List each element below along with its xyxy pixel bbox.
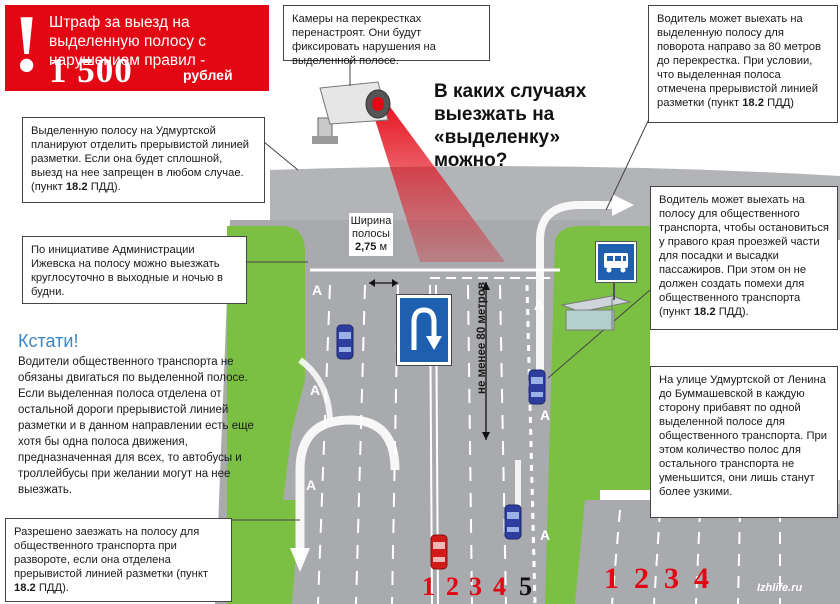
right-lane-number-2: 2 [634,562,649,595]
car-blue-bottom [504,504,522,540]
exclamation-icon: ! [13,0,41,89]
left-top-note-tail: ПДД). [87,181,121,193]
left-bottom-note-text: Разрешено заезжать на полосу для обществ… [14,526,208,580]
road-right-bottom [575,500,840,604]
lane-number-2: 2 [446,572,459,601]
svg-text:A: A [540,407,550,423]
right-top-note: Водитель может выехать на выделенную пол… [648,5,838,123]
lane-number-3: 3 [469,572,482,601]
fine-text: Штраф за выезд на выделенную полосу с на… [49,14,207,69]
bus-stop-sign-icon [596,242,636,282]
lane-width-unit: м [379,241,388,253]
right-lane-number-1: 1 [604,562,619,595]
left-mid-note: По инициативе Администрации Ижевска на п… [22,236,247,304]
svg-text:A: A [312,282,322,298]
left-top-note-text: Выделенную полосу на Удмуртской планирую… [31,125,250,193]
right-mid-note: Водитель может выехать на полосу для общ… [650,186,838,330]
left-bottom-note: Разрешено заезжать на полосу для обществ… [5,518,232,602]
kstati-title: Кстати! [18,331,79,351]
left-turn-path [298,357,333,421]
camera-icon [312,81,391,144]
right-top-note-ref: 18.2 [742,97,764,109]
right-mid-note-text: Водитель может выехать на полосу для общ… [659,194,829,318]
svg-text:A: A [540,527,550,543]
fine-amount: 1 500 [49,51,133,90]
lane-width-label: Ширина полосы 2,75 м [349,213,393,256]
right-bottom-note: На улице Удмуртской от Ленина до Буммаше… [650,366,838,518]
fine-unit: рублей [183,67,233,83]
right-lane-number-4: 4 [694,562,709,595]
left-top-note: Выделенную полосу на Удмуртской планирую… [22,117,265,203]
right-turn-path [536,201,618,400]
camera-note-text: Камеры на перекрестках перенастроят. Они… [292,13,436,67]
car-blue-left [336,324,354,360]
grass-left-bottom [227,500,300,604]
left-bottom-note-tail: ПДД). [35,582,69,594]
svg-text:A: A [306,477,316,493]
right-mid-note-ref: 18.2 [693,306,716,318]
lane-number-1: 1 [422,572,435,601]
right-top-note-tail: ПДД) [763,97,794,109]
right-mid-note-tail: ПДД). [715,306,749,318]
lane-width-title: Ширина полосы [350,215,392,240]
fine-banner: ! Штраф за выезд на выделенную полосу с … [5,1,269,91]
lane-number-4: 4 [493,572,506,601]
road-main [215,220,600,604]
distance-label: не менее 80 метров [476,282,488,394]
lane-width-value: 2,75 [354,241,377,253]
left-bottom-note-ref: 18.2 [14,582,36,594]
left-top-note-ref: 18.2 [65,181,88,193]
camera-beam [372,100,505,262]
bus-shelter-icon [560,250,632,331]
source-credit: Izhlife.ru [757,582,803,594]
page-title: В каких случаях выезжать на «выделенку» … [434,81,587,171]
u-turn-path [295,415,400,560]
right-top-note-text: Водитель может выехать на выделенную пол… [657,13,821,109]
right-bottom-note-text: На улице Удмуртской от Ленина до Буммаше… [659,374,827,498]
car-blue-right [528,369,546,405]
left-mid-note-text: По инициативе Администрации Ижевска на п… [31,244,223,298]
car-red [430,534,448,570]
u-turn-sign-icon [397,295,451,365]
camera-note: Камеры на перекрестках перенастроят. Они… [283,5,490,67]
svg-text:A: A [310,382,320,398]
lane-number-5: 5 [519,572,532,601]
right-lane-number-3: 3 [664,562,679,595]
kstati-body: Водители общественного транспорта не обя… [18,356,254,496]
